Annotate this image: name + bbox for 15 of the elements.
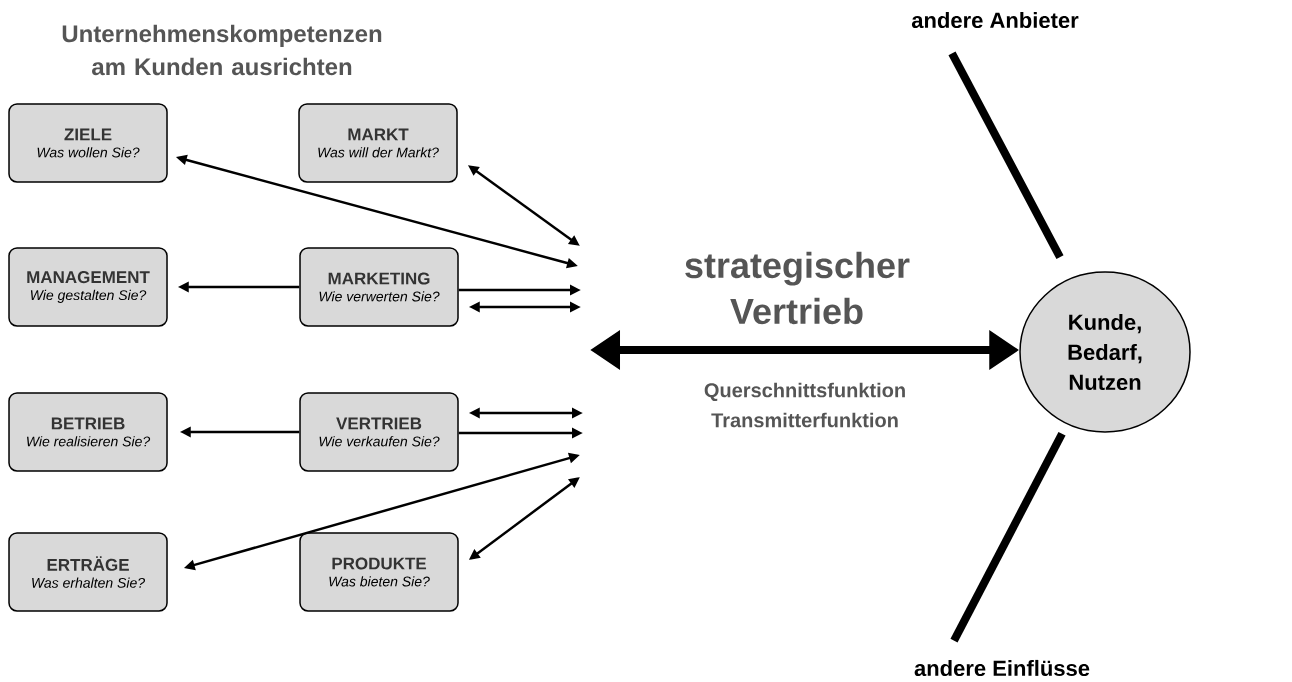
title: Unternehmenskompetenzen am Kunden ausrichten — [62, 24, 382, 76]
heading: strategischer Vertrieb — [685, 251, 910, 325]
leader-line — [948, 51, 1064, 260]
process-box: MANAGEMENT Wie gestalten Sie? — [8, 247, 168, 327]
process-box: MARKETING Wie verwerten Sie? — [299, 247, 459, 327]
process-box: BETRIEB Wie realisieren Sie? — [8, 392, 168, 472]
note-text: andere Anbieter — [911, 11, 1079, 29]
process-box: PRODUKTE Was bieten Sie? — [299, 532, 459, 612]
leader-line — [950, 431, 1066, 643]
subheading: Querschnittsfunktion Transmitterfunktion — [704, 382, 905, 428]
process-box: MARKT Was will der Markt? — [298, 103, 458, 183]
process-box: ZIELE Was wollen Sie? — [8, 103, 168, 183]
process-box: ERTRÄGE Was erhalten Sie? — [8, 532, 168, 612]
process-box: VERTRIEB Wie verkaufen Sie? — [299, 392, 459, 472]
note-text: andere Einflüsse — [914, 659, 1090, 677]
